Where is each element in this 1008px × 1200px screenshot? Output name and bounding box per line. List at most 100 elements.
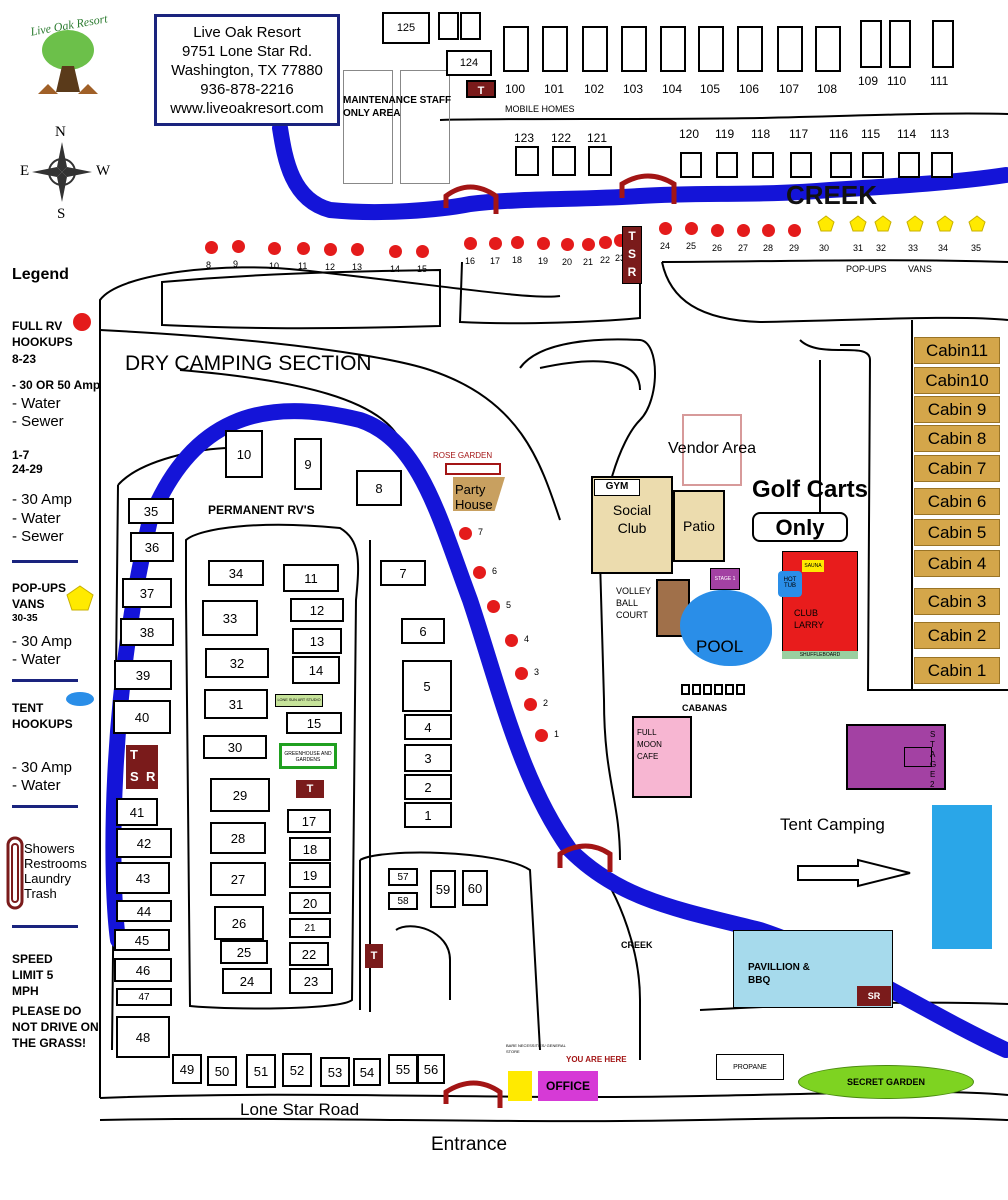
lot[interactable]: 4 <box>404 714 452 740</box>
popup-site-number[interactable]: 30 <box>819 243 830 253</box>
mobile-home[interactable] <box>931 152 953 178</box>
lot[interactable]: 51 <box>246 1054 276 1088</box>
lot-125[interactable]: 125 <box>382 12 430 44</box>
lot[interactable]: 19 <box>289 862 331 888</box>
lot[interactable]: 50 <box>207 1056 237 1086</box>
rv-site-marker[interactable] <box>351 243 364 256</box>
popup-site-number[interactable]: 33 <box>908 243 919 253</box>
lot[interactable]: 9 <box>294 438 322 490</box>
mobile-home[interactable] <box>698 26 724 72</box>
lot[interactable]: 40 <box>113 700 171 734</box>
lot[interactable]: 6 <box>401 618 445 644</box>
rv-site-number[interactable]: 26 <box>712 243 723 253</box>
lot[interactable]: 35 <box>128 498 174 524</box>
popup-site-number[interactable]: 34 <box>938 243 949 253</box>
cabana[interactable] <box>714 684 723 695</box>
lot[interactable]: 43 <box>116 862 170 894</box>
rv-site-number[interactable]: 20 <box>562 257 573 267</box>
lot[interactable]: 27 <box>210 862 266 896</box>
cabin[interactable]: Cabin 1 <box>914 657 1000 684</box>
mobile-home[interactable] <box>737 26 763 72</box>
lot[interactable]: 36 <box>130 532 174 562</box>
cabana[interactable] <box>736 684 745 695</box>
lot[interactable]: 13 <box>292 628 342 654</box>
art-studio[interactable]: LONE SUN ART STUDIO <box>275 694 323 707</box>
mobile-home-number[interactable]: 122 <box>551 131 572 145</box>
lot[interactable]: 2 <box>404 774 452 800</box>
resort-website[interactable]: www.liveoakresort.com <box>170 100 324 117</box>
rv-site-marker[interactable] <box>205 241 218 254</box>
lot[interactable]: 15 <box>286 712 342 734</box>
cabin[interactable]: Cabin 6 <box>914 488 1000 515</box>
lot[interactable]: 34 <box>208 560 264 586</box>
mobile-home[interactable] <box>582 26 608 72</box>
patio[interactable]: Patio <box>673 490 725 562</box>
rv-site-marker[interactable] <box>711 224 724 237</box>
mobile-home-number[interactable]: 107 <box>779 82 800 96</box>
rv-site-marker[interactable] <box>459 527 472 540</box>
lot[interactable]: 22 <box>289 942 329 966</box>
mobile-home-number[interactable]: 115 <box>861 127 881 141</box>
stage-1[interactable]: STAGE 1 <box>710 568 740 590</box>
rv-site-number[interactable]: 17 <box>490 256 501 266</box>
mobile-home-number[interactable]: 101 <box>544 82 565 96</box>
rv-site-number[interactable]: 24 <box>660 241 671 251</box>
lot[interactable]: 32 <box>205 648 269 678</box>
lot[interactable]: 45 <box>114 929 170 951</box>
rv-site-number[interactable]: 19 <box>538 256 549 266</box>
mobile-home[interactable] <box>932 20 954 68</box>
mobile-home[interactable] <box>815 26 841 72</box>
lot[interactable]: 14 <box>292 656 340 684</box>
mobile-home[interactable] <box>860 20 882 68</box>
mobile-home[interactable] <box>542 26 568 72</box>
shuffleboard[interactable]: SHUFFLEBOARD <box>782 651 858 659</box>
cabin[interactable]: Cabin 5 <box>914 519 1000 546</box>
mobile-home-number[interactable]: 105 <box>700 82 721 96</box>
rv-site-marker[interactable] <box>561 238 574 251</box>
rv-site-marker[interactable] <box>511 236 524 249</box>
mobile-home-number[interactable]: 121 <box>587 131 608 145</box>
rv-site-number[interactable]: 13 <box>352 262 363 272</box>
lot[interactable]: 49 <box>172 1054 202 1084</box>
lot[interactable]: 33 <box>202 600 258 636</box>
rv-site-number[interactable]: 12 <box>325 262 336 272</box>
mobile-home[interactable] <box>862 152 884 178</box>
lot[interactable]: 7 <box>380 560 426 586</box>
mobile-home-number[interactable]: 118 <box>751 127 771 141</box>
rv-site-marker[interactable] <box>762 224 775 237</box>
rv-site-number[interactable]: 15 <box>417 264 428 274</box>
rv-site-number[interactable]: 25 <box>686 241 697 251</box>
lot[interactable]: 53 <box>320 1057 350 1087</box>
cabin[interactable]: Cabin 7 <box>914 455 1000 482</box>
lot[interactable]: 26 <box>214 906 264 940</box>
lot[interactable]: 30 <box>203 735 267 759</box>
rv-site-marker[interactable] <box>268 242 281 255</box>
rv-site-number[interactable]: 28 <box>763 243 774 253</box>
cabana[interactable] <box>692 684 701 695</box>
lot[interactable]: 52 <box>282 1053 312 1087</box>
stage-2[interactable] <box>846 724 946 790</box>
full-moon-cafe[interactable] <box>632 716 692 798</box>
mobile-home[interactable] <box>777 26 803 72</box>
rv-site-number[interactable]: 11 <box>298 261 308 271</box>
rv-site-number[interactable]: 6 <box>492 566 498 576</box>
mobile-home[interactable] <box>621 26 647 72</box>
lot[interactable]: 21 <box>289 918 331 938</box>
rv-site-number[interactable]: 2 <box>543 698 549 708</box>
mobile-home[interactable] <box>898 152 920 178</box>
lot[interactable]: 39 <box>114 660 172 690</box>
cabin[interactable]: Cabin10 <box>914 367 1000 394</box>
rv-site-number[interactable]: 5 <box>506 600 512 610</box>
mobile-home[interactable] <box>790 152 812 178</box>
lot[interactable]: 57 <box>388 868 418 886</box>
lot[interactable]: 12 <box>290 598 344 622</box>
lot[interactable]: 8 <box>356 470 402 506</box>
rv-site-number[interactable]: 23 <box>615 253 626 263</box>
lot[interactable]: 1 <box>404 802 452 828</box>
lot[interactable]: 18 <box>289 837 331 861</box>
rv-site-number[interactable]: 18 <box>512 255 523 265</box>
rv-site-marker[interactable] <box>582 238 595 251</box>
rv-site-marker[interactable] <box>659 222 672 235</box>
mobile-home-number[interactable]: 100 <box>505 82 526 96</box>
cabana[interactable] <box>703 684 712 695</box>
